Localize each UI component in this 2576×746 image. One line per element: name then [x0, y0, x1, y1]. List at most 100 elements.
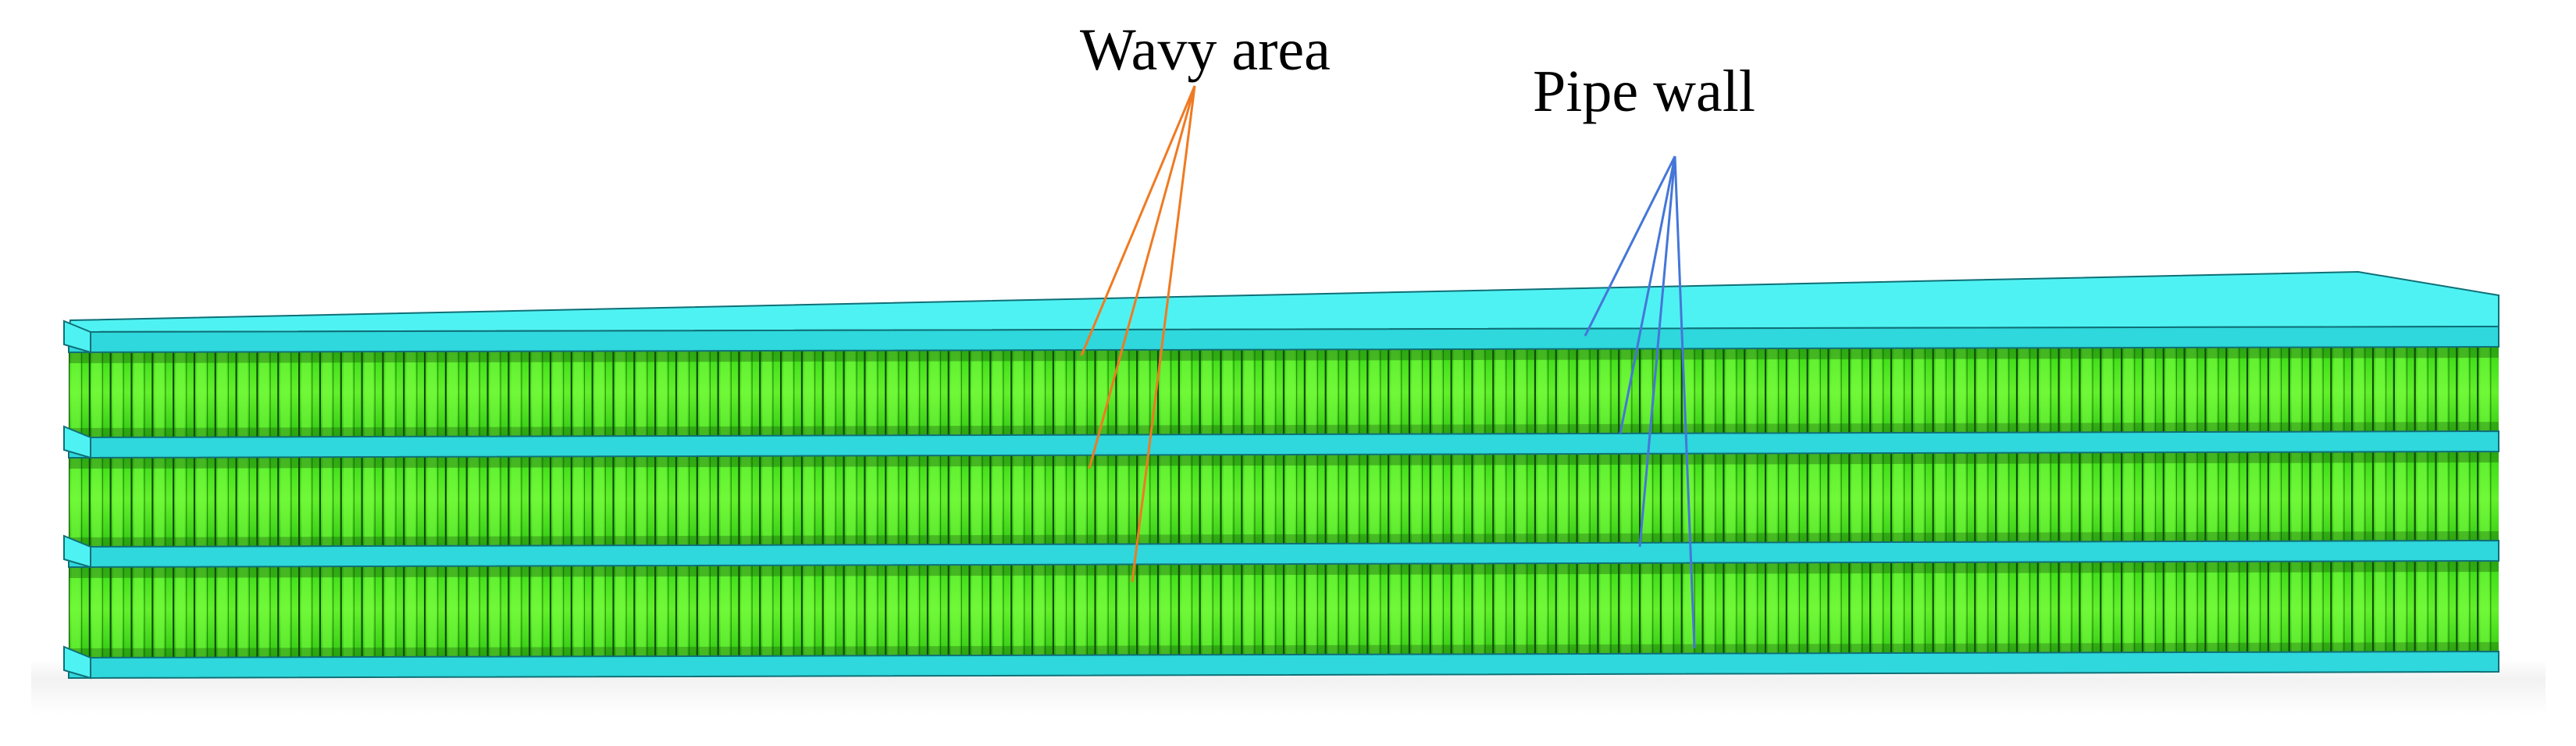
fin-highlight: [1726, 561, 1735, 655]
fin-highlight: [71, 351, 80, 437]
fin-highlight: [1076, 348, 1086, 437]
fin-highlight: [238, 455, 248, 547]
fin-highlight: [1747, 561, 1756, 655]
fin-highlight: [1600, 561, 1609, 655]
fin-highlight: [1915, 452, 1924, 544]
fin-highlight: [2480, 452, 2489, 543]
fin-highlight: [594, 564, 604, 658]
fin-highlight: [1097, 453, 1107, 546]
fin-highlight: [218, 565, 227, 658]
fin-highlight: [1327, 348, 1338, 436]
fin-highlight: [2480, 561, 2489, 654]
fin-highlight: [448, 564, 458, 658]
fin-highlight: [2354, 347, 2364, 434]
fin-highlight: [1705, 452, 1715, 544]
fin-highlight: [112, 565, 123, 658]
fin-highlight: [1412, 348, 1421, 436]
fin-highlight: [448, 349, 458, 437]
fin-highlight: [783, 454, 793, 547]
pipe-wall-leader: [1584, 155, 1676, 337]
pipe-wall-leader: [1673, 155, 1696, 649]
fin-highlight: [867, 454, 876, 547]
fin-highlight: [406, 350, 415, 437]
fin-highlight: [1830, 452, 1840, 544]
fin-highlight: [1139, 453, 1149, 546]
fin-highlight: [322, 350, 332, 437]
fin-highlight: [1516, 562, 1526, 656]
fin-highlight: [385, 564, 394, 658]
fin-highlight: [950, 563, 960, 658]
fin-highlight: [909, 563, 918, 658]
fin-highlight: [385, 350, 394, 437]
fin-highlight: [1558, 347, 1568, 436]
fin-highlight: [134, 350, 143, 437]
fin-highlight: [636, 455, 646, 547]
fin-highlight: [1223, 562, 1233, 657]
fin-highlight: [1453, 452, 1463, 545]
fin-highlight: [1747, 452, 1756, 544]
fin-highlight: [741, 349, 750, 437]
fin-highlight: [1160, 562, 1170, 657]
wavy-area-leader-lines: [1080, 85, 1196, 583]
fin-highlight: [762, 563, 771, 658]
fin-shade-top: [69, 452, 2499, 469]
fin-highlight: [364, 350, 374, 437]
fin-highlight: [762, 349, 771, 437]
fin-highlight: [867, 348, 876, 437]
fin-highlight: [1768, 347, 1777, 435]
fin-highlight: [1014, 562, 1023, 657]
fin-highlight: [1872, 561, 1882, 655]
fin-highlight: [636, 349, 646, 437]
fin-highlight: [2250, 452, 2259, 543]
fin-highlight: [783, 563, 793, 658]
fin-highlight: [594, 455, 604, 547]
fin-highlight: [1830, 347, 1840, 435]
fin-highlight: [1789, 561, 1798, 655]
fin-highlight: [2333, 347, 2343, 434]
fin-highlight: [1809, 561, 1819, 655]
fin-highlight: [448, 455, 458, 547]
fin-highlight: [1118, 453, 1128, 546]
fin-highlight: [155, 350, 164, 437]
fin-highlight: [1370, 562, 1379, 656]
fin-highlight: [720, 454, 730, 547]
fin-highlight: [1663, 452, 1673, 544]
fin-highlight: [1935, 561, 1945, 655]
fin-highlight: [1768, 561, 1777, 655]
fin-highlight: [2019, 561, 2029, 655]
fin-highlight: [343, 350, 353, 437]
fin-highlight: [2417, 452, 2427, 543]
fin-highlight: [553, 349, 562, 437]
fin-highlight: [1789, 452, 1798, 544]
fin-highlight: [532, 564, 541, 658]
fin-highlight: [700, 563, 709, 658]
fin-highlight: [992, 348, 1002, 437]
fin-highlight: [2250, 561, 2259, 654]
fin-highlight: [888, 454, 897, 547]
fin-highlight: [2396, 561, 2406, 654]
fin-highlight: [1956, 347, 1965, 434]
fin-highlight: [1265, 348, 1274, 437]
fin-highlight: [1894, 561, 1903, 655]
fin-highlight: [1349, 452, 1358, 545]
wavy-area-label: Wavy area: [1080, 17, 1331, 83]
fin-highlight: [2312, 347, 2322, 434]
fin-highlight: [1391, 348, 1400, 436]
fin-highlight: [427, 349, 436, 437]
fin-highlight: [2333, 561, 2343, 654]
fin-highlight: [1642, 452, 1651, 544]
fin-highlight: [2103, 452, 2112, 544]
fin-highlight: [1139, 562, 1149, 657]
fin-highlight: [259, 350, 269, 437]
fin-highlight: [112, 350, 123, 437]
fin-highlight: [2417, 561, 2427, 654]
fin-highlight: [615, 455, 625, 547]
fin-highlight: [532, 349, 541, 437]
fin-highlight: [490, 349, 500, 437]
fin-layer: [69, 347, 2499, 437]
fin-highlight: [1537, 562, 1547, 656]
fin-highlight: [1035, 453, 1044, 546]
fin-highlight: [490, 564, 500, 658]
fin-highlight: [1139, 348, 1149, 437]
fin-highlight: [1851, 561, 1861, 655]
